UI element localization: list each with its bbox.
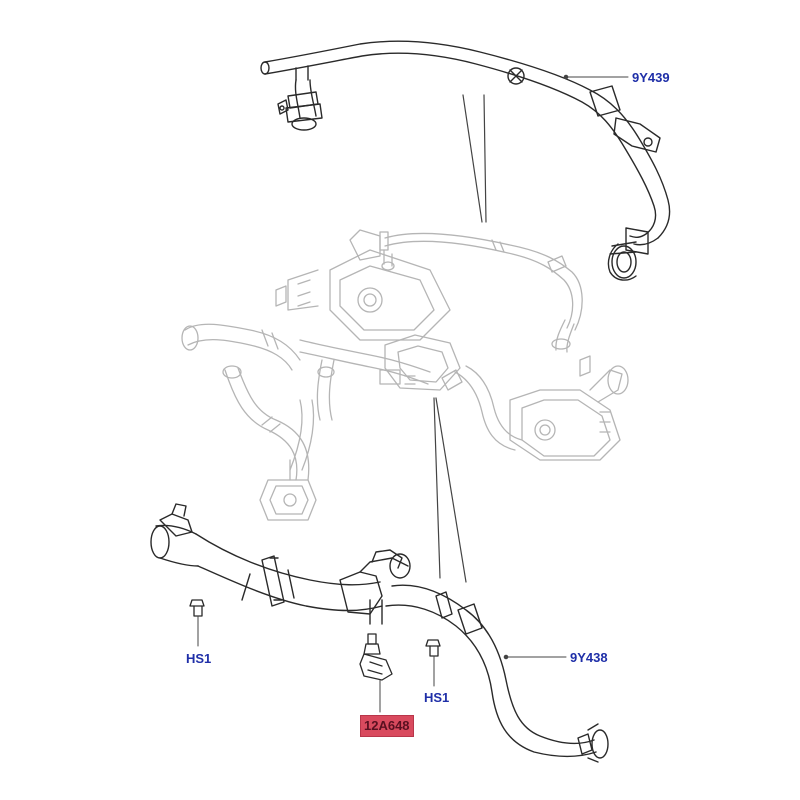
upper-coolant-pipe[interactable] xyxy=(260,40,671,281)
view-leader-lines xyxy=(433,94,487,583)
callout-9y439[interactable]: 9Y439 xyxy=(632,70,670,85)
callout-leader-9y438 xyxy=(503,654,567,660)
lower-coolant-pipe[interactable] xyxy=(150,503,609,763)
callout-hs1-right[interactable]: HS1 xyxy=(424,690,450,705)
coolant-temp-sensor[interactable] xyxy=(359,633,393,713)
callout-hs1-left[interactable]: HS1 xyxy=(186,651,212,666)
engine-assembly-ghost xyxy=(181,229,629,521)
callout-12a648[interactable]: 12A648 xyxy=(360,715,414,737)
callout-9y438[interactable]: 9Y438 xyxy=(570,650,608,665)
callout-leader-9y439 xyxy=(563,74,629,80)
bolt-hs1-left[interactable] xyxy=(189,599,205,647)
bolt-hs1-right[interactable] xyxy=(425,639,441,687)
